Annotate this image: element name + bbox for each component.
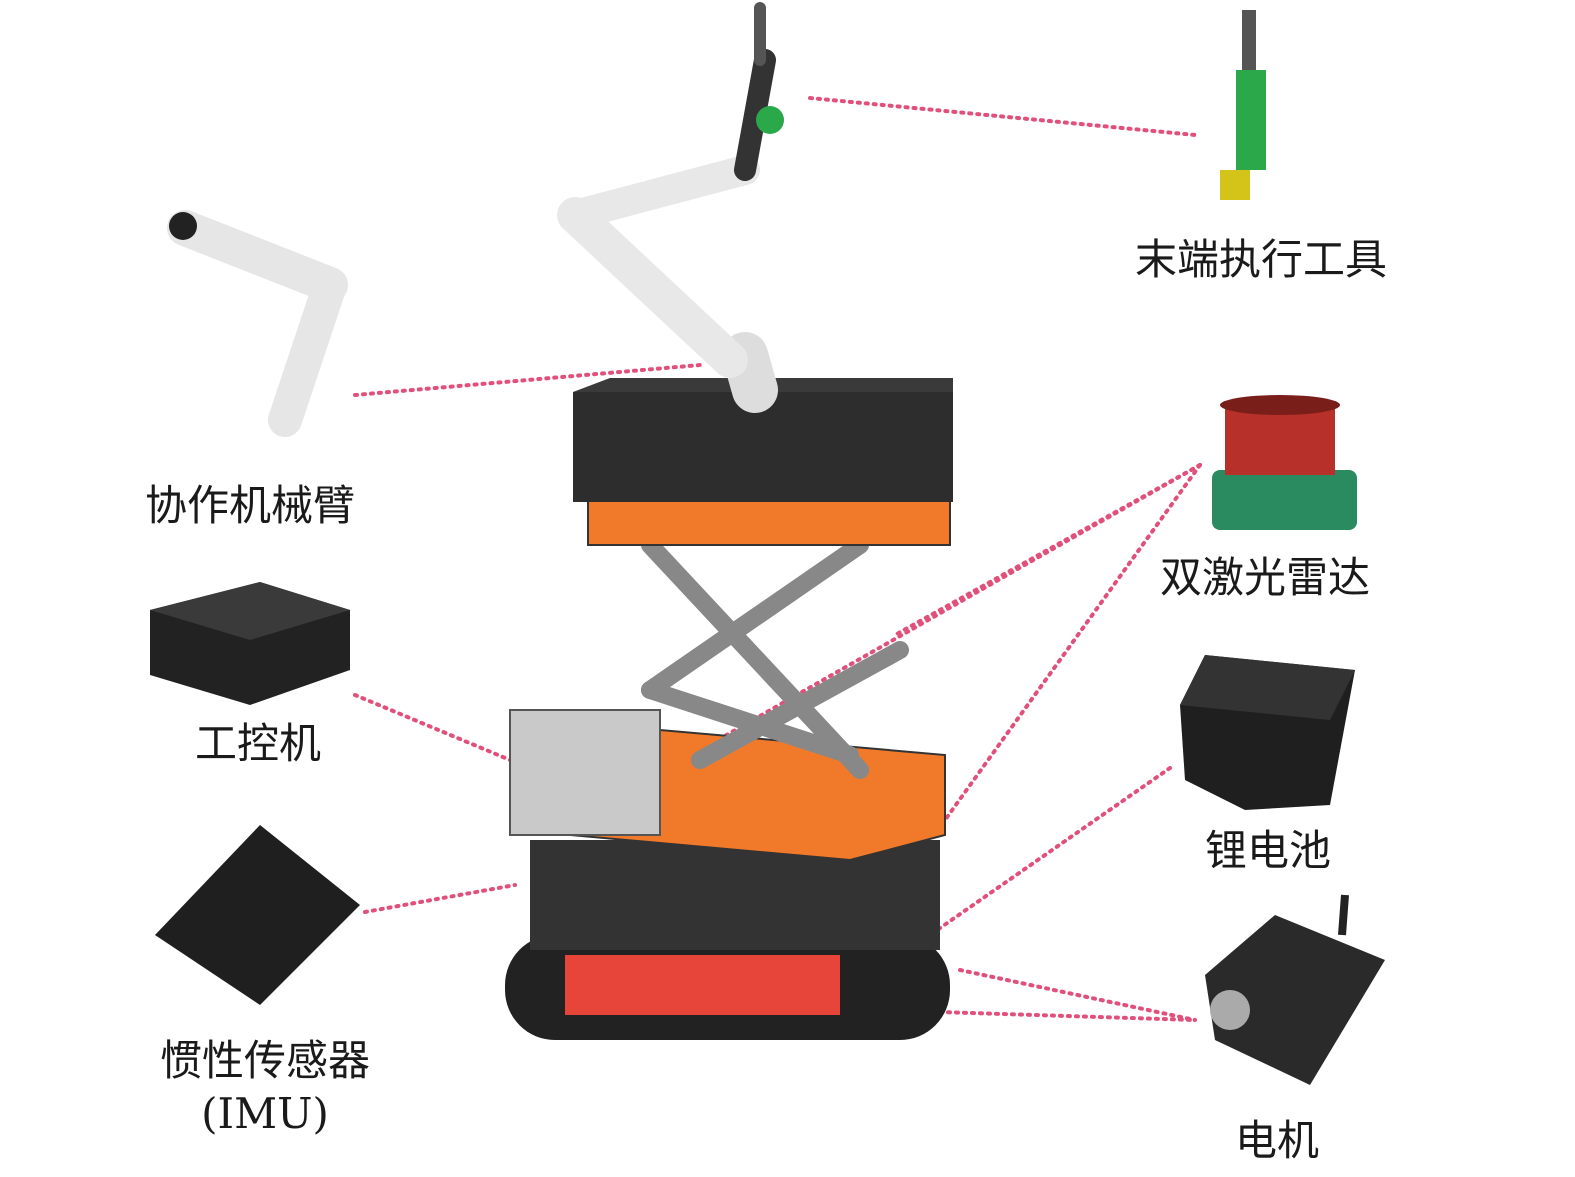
label-imu-abbr: (IMU) — [201, 1088, 329, 1138]
end-effector-image — [1220, 10, 1266, 200]
leader-arm — [353, 363, 702, 397]
label-imu: 惯性传感器 (IMU) — [145, 1035, 385, 1140]
control-box — [509, 709, 661, 836]
imu-image — [155, 825, 360, 1005]
tracked-chassis — [505, 840, 950, 1040]
leader-motor-2 — [938, 1010, 1197, 1022]
label-end-effector: 末端执行工具 — [1135, 235, 1388, 284]
leader-motor-1 — [958, 968, 1197, 1022]
lidar-image — [1212, 395, 1357, 530]
battery-image — [1180, 655, 1355, 810]
label-imu-name: 惯性传感器 — [159, 1036, 370, 1085]
leader-end-effector — [808, 96, 1197, 137]
leader-battery — [928, 766, 1172, 937]
lower-orange-box — [509, 709, 946, 862]
motor-image — [1205, 894, 1385, 1085]
leader-lidar-3 — [558, 463, 1202, 832]
industrial-pc-image — [150, 582, 350, 705]
cobot-arm-image — [167, 210, 348, 437]
leader-imu — [363, 883, 517, 914]
leader-lidar-2 — [943, 463, 1202, 822]
label-dual-lidar: 双激光雷达 — [1160, 553, 1371, 602]
mounted-cobot-arm — [557, 2, 784, 413]
label-motor: 电机 — [1235, 1116, 1320, 1165]
label-lithium-battery: 锂电池 — [1205, 826, 1332, 875]
scissor-lift — [641, 536, 909, 779]
label-industrial-pc: 工控机 — [195, 719, 322, 768]
leader-pc — [353, 693, 512, 762]
label-cobot-arm: 协作机械臂 — [145, 481, 356, 530]
leader-lines — [353, 96, 1202, 1022]
